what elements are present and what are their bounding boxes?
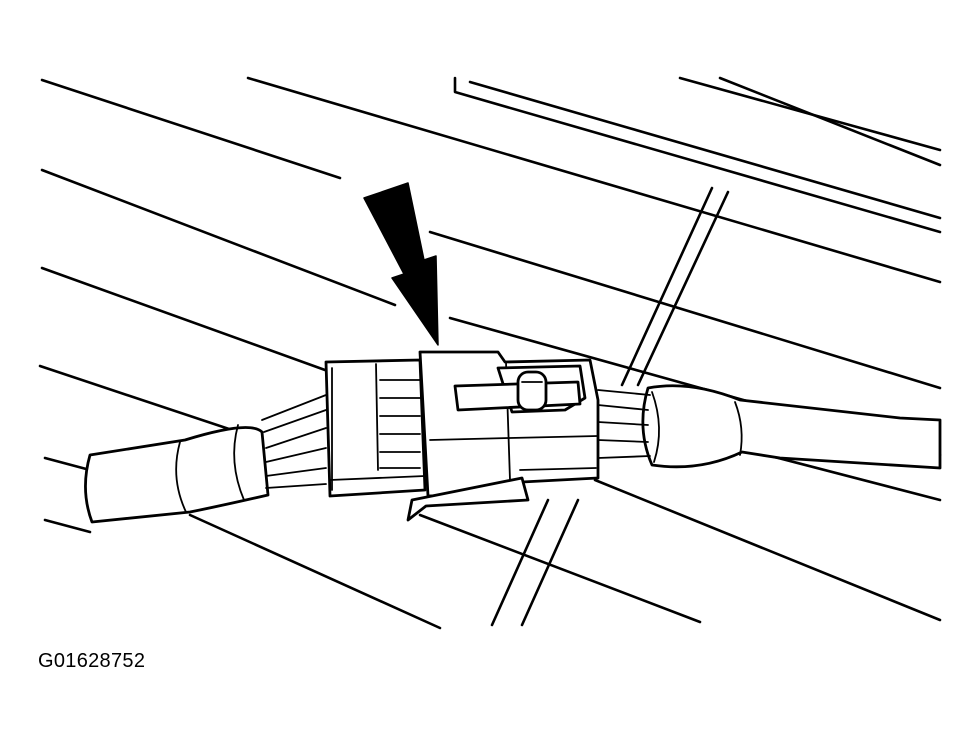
- panel-line: [188, 513, 442, 630]
- panel-line: [428, 230, 942, 390]
- panel-edge: [453, 76, 942, 234]
- wire: [261, 394, 327, 421]
- panel-line: [38, 364, 264, 442]
- rod-edge: [520, 498, 580, 627]
- wire: [597, 389, 651, 396]
- panel-line: [468, 80, 942, 220]
- panel-line: [43, 456, 92, 472]
- panel-line: [40, 78, 342, 180]
- housing-detail: [375, 363, 379, 471]
- panel-line: [593, 478, 942, 622]
- wire: [597, 421, 649, 426]
- housing-detail: [519, 467, 597, 471]
- left-harness: [84, 394, 327, 524]
- housing-detail: [429, 435, 599, 441]
- wire: [265, 483, 327, 489]
- panel-line: [40, 266, 327, 372]
- panel-line: [40, 168, 397, 307]
- arrow-icon: [363, 182, 439, 346]
- panel-line: [418, 513, 702, 624]
- rod-edge: [620, 186, 714, 387]
- arrow-shape: [363, 182, 439, 346]
- connector-left-housing: [324, 358, 427, 498]
- latch-button: [516, 370, 548, 412]
- rod-edge: [490, 498, 550, 627]
- panel-line: [246, 76, 942, 284]
- sleeve-band: [734, 401, 743, 456]
- sleeve-band: [175, 441, 187, 513]
- figure-id-label: G01628752: [38, 650, 146, 672]
- release-lever: [406, 476, 530, 522]
- electrical-connector: [324, 350, 600, 522]
- housing-base: [329, 475, 426, 481]
- rod-edge: [636, 190, 730, 387]
- panel-line: [43, 518, 92, 534]
- wire: [263, 409, 327, 433]
- wire: [265, 447, 327, 463]
- right-sleeve: [641, 384, 942, 470]
- wire: [265, 427, 327, 449]
- wire: [597, 439, 649, 443]
- wire: [597, 455, 651, 459]
- wire: [597, 404, 649, 411]
- sleeve-band: [651, 391, 660, 463]
- right-harness: [597, 384, 942, 470]
- panel-line: [718, 76, 942, 167]
- sleeve-band: [233, 424, 245, 501]
- support-rod: [490, 186, 730, 627]
- wire: [265, 467, 327, 477]
